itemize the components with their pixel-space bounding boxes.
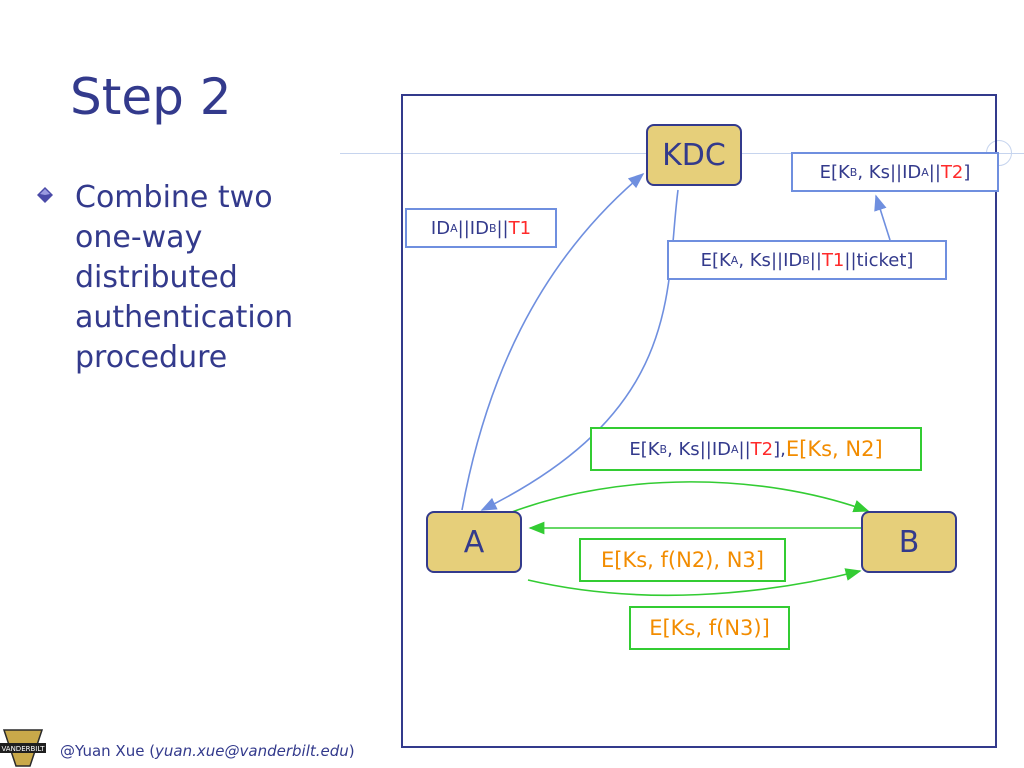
slide-title: Step 2 xyxy=(70,68,232,126)
arrow-kdc-to-a xyxy=(480,189,679,511)
arrow-ticket-to-kdc-msg xyxy=(874,194,891,241)
msg-b-to-a: E[Ks, f(N2), N3] xyxy=(579,538,786,582)
msg-a-to-b-final: E[Ks, f(N3)] xyxy=(629,606,790,650)
diamond-bullet-icon xyxy=(37,187,53,203)
footer-credit: @Yuan Xue (yuan.xue@vanderbilt.edu) xyxy=(60,742,355,760)
vanderbilt-logo-icon: VANDERBILT xyxy=(0,729,46,767)
arrow-a-to-kdc xyxy=(461,172,645,511)
node-b: B xyxy=(861,511,957,573)
node-kdc: KDC xyxy=(646,124,742,186)
bullet-text: Combine two one-way distributed authenti… xyxy=(75,180,294,375)
bullet-item: Combine two one-way distributed authenti… xyxy=(36,178,336,378)
svg-text:VANDERBILT: VANDERBILT xyxy=(1,745,45,753)
arrow-a-to-b xyxy=(511,481,870,513)
node-a: A xyxy=(426,511,522,573)
footer-email: yuan.xue@vanderbilt.edu xyxy=(155,742,349,760)
arrow-a-to-b-final xyxy=(527,568,862,597)
diagram-frame xyxy=(401,94,997,748)
